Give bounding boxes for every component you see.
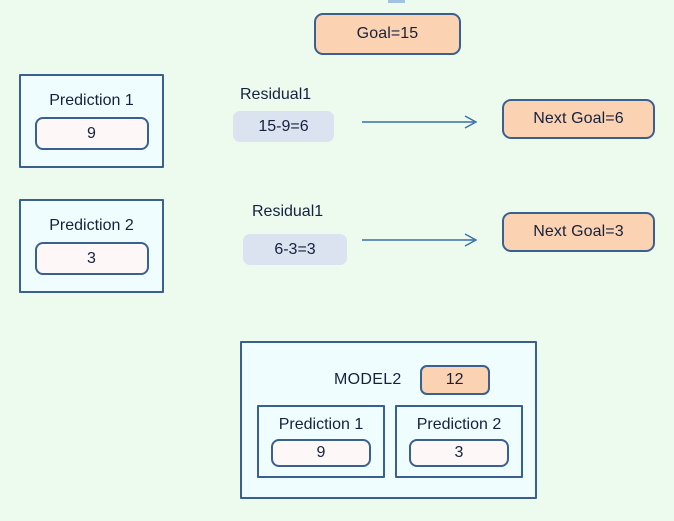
residual-pill-1[interactable]: 15-9=6 [233,111,334,142]
arrow-row-2 [362,233,478,247]
model2-prediction-box-2-title: Prediction 2 [416,416,502,433]
next-goal-label-1: Next Goal=6 [533,110,624,127]
prediction-box-1[interactable]: Prediction 1 9 [19,74,164,168]
residual-expression-1: 15-9=6 [258,117,309,135]
prediction-box-2-value[interactable]: 3 [34,242,149,275]
top-edge-fragment [388,0,405,3]
model2-total-value[interactable]: 12 [419,365,490,395]
model2-title: MODEL2 [334,371,402,388]
model2-prediction-box-2[interactable]: Prediction 2 3 [395,405,523,478]
model2-container[interactable]: MODEL2 12 Prediction 1 9 Prediction 2 3 [240,341,537,499]
goal-box[interactable]: Goal=15 [314,13,461,55]
residual-label-1: Residual1 [240,86,312,103]
goal-label: Goal=15 [356,25,419,42]
prediction-box-1-value[interactable]: 9 [34,117,149,150]
model2-prediction-box-1-value[interactable]: 9 [271,439,371,467]
model2-prediction-box-2-value[interactable]: 3 [409,439,509,467]
next-goal-box-1[interactable]: Next Goal=6 [502,99,655,139]
model2-prediction-box-1[interactable]: Prediction 1 9 [257,405,385,478]
next-goal-box-2[interactable]: Next Goal=3 [502,212,655,252]
model2-header: MODEL2 12 [334,365,490,395]
prediction-box-2[interactable]: Prediction 2 3 [19,199,164,293]
model2-prediction-box-1-title: Prediction 1 [278,416,364,433]
residual-pill-2[interactable]: 6-3=3 [243,234,347,265]
prediction-box-2-title: Prediction 2 [49,217,134,234]
residual-label-2: Residual1 [252,203,324,220]
next-goal-label-2: Next Goal=3 [533,223,624,240]
arrow-row-1 [362,115,478,129]
residual-expression-2: 6-3=3 [274,240,316,258]
prediction-box-1-title: Prediction 1 [49,92,134,109]
